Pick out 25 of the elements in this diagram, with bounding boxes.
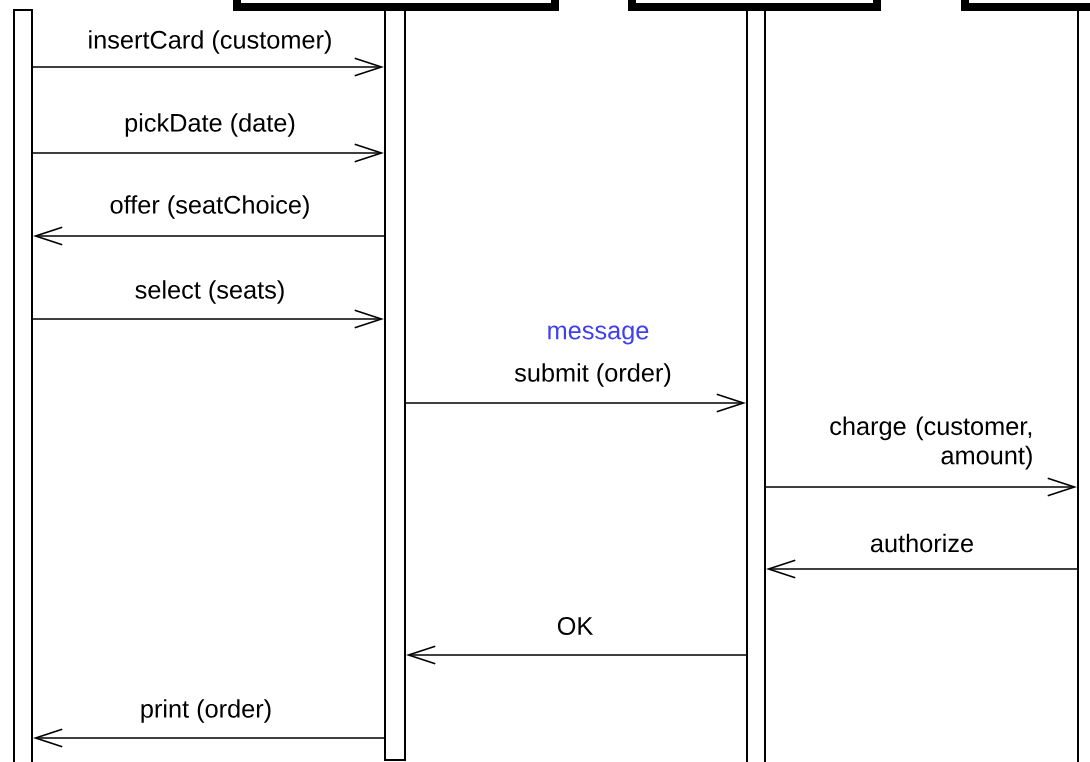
edge-label: offer (seatChoice) [110,195,309,219]
edge-label: OK [557,617,593,635]
message-arrow [766,559,1078,579]
message-label: message [548,325,649,345]
message-arrow [32,309,384,329]
edge-label: pickDate (date) [125,113,295,137]
activation-bar [13,9,33,762]
activation-bar [746,9,766,762]
message-arrow [32,143,384,163]
edge-label: print (order) [141,699,271,723]
message-arrow [405,393,746,413]
edge-label: select (seats) [135,280,284,304]
edge-label: insertCard (customer) [89,30,331,54]
message-arrow [406,645,747,665]
message-arrow [765,477,1077,497]
object-box [233,0,559,11]
edge-label: submit (order) [514,363,671,387]
object-box [628,0,881,11]
message-arrow [33,728,385,748]
message-arrow [32,57,384,77]
edge-label: authorize [870,533,973,553]
edge-label: charge (customer, amount) [830,416,1032,470]
object-box [961,0,1090,11]
activation-bar [1077,9,1090,762]
message-arrow [33,226,385,246]
